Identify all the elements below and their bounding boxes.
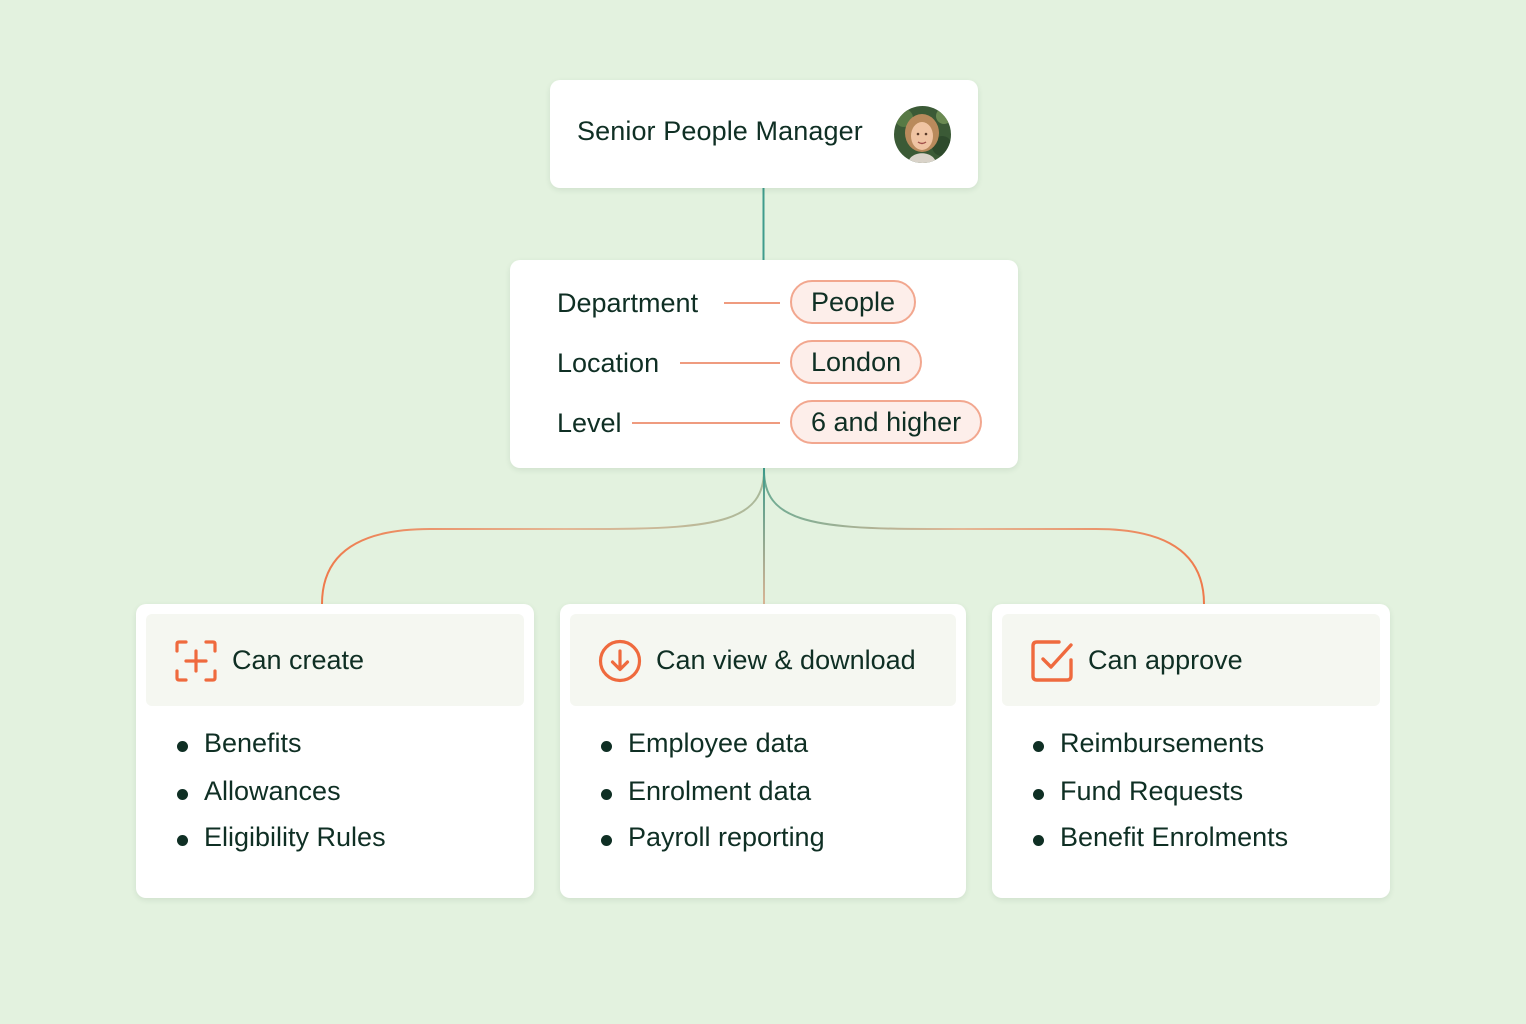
list-item: Benefit Enrolments <box>1033 822 1288 853</box>
department-pill: People <box>790 280 917 324</box>
permission-title: Can approve <box>1088 645 1243 675</box>
permission-card-create: Can create Benefits Allowances Eligibili… <box>136 604 534 898</box>
permission-header: Can approve <box>1002 614 1380 706</box>
permission-card-view-download: Can view & download Employee data Enrolm… <box>560 604 966 898</box>
right-branch <box>763 469 1205 605</box>
department-connector <box>724 302 780 304</box>
list-item: Reimbursements <box>1033 728 1264 759</box>
role-card: Senior People Manager <box>550 80 978 188</box>
add-frame-icon <box>175 640 217 682</box>
permission-title: Can create <box>232 645 365 675</box>
criteria-card: Department People Location London Level … <box>510 260 1018 468</box>
left-branch <box>321 469 765 605</box>
list-item: Payroll reporting <box>601 822 825 853</box>
download-circle-icon <box>598 639 642 683</box>
location-connector <box>680 362 780 364</box>
list-item: Eligibility Rules <box>177 822 386 853</box>
avatar <box>894 106 951 163</box>
level-pill: 6 and higher <box>790 400 983 444</box>
checkbox-icon <box>1031 640 1073 682</box>
level-label: Level <box>557 408 622 438</box>
person-avatar-icon <box>894 106 951 163</box>
list-item: Allowances <box>177 776 341 807</box>
permission-header: Can view & download <box>570 614 956 706</box>
list-item: Benefits <box>177 728 302 759</box>
location-label: Location <box>557 348 660 378</box>
location-pill: London <box>790 340 923 384</box>
list-item: Fund Requests <box>1033 776 1243 807</box>
permission-header: Can create <box>146 614 524 706</box>
role-title: Senior People Manager <box>577 116 863 146</box>
level-connector <box>632 422 780 424</box>
list-item: Enrolment data <box>601 776 811 807</box>
department-label: Department <box>557 288 699 318</box>
permission-title: Can view & download <box>656 645 916 675</box>
permission-card-approve: Can approve Reimbursements Fund Requests… <box>992 604 1390 898</box>
list-item: Employee data <box>601 728 808 759</box>
